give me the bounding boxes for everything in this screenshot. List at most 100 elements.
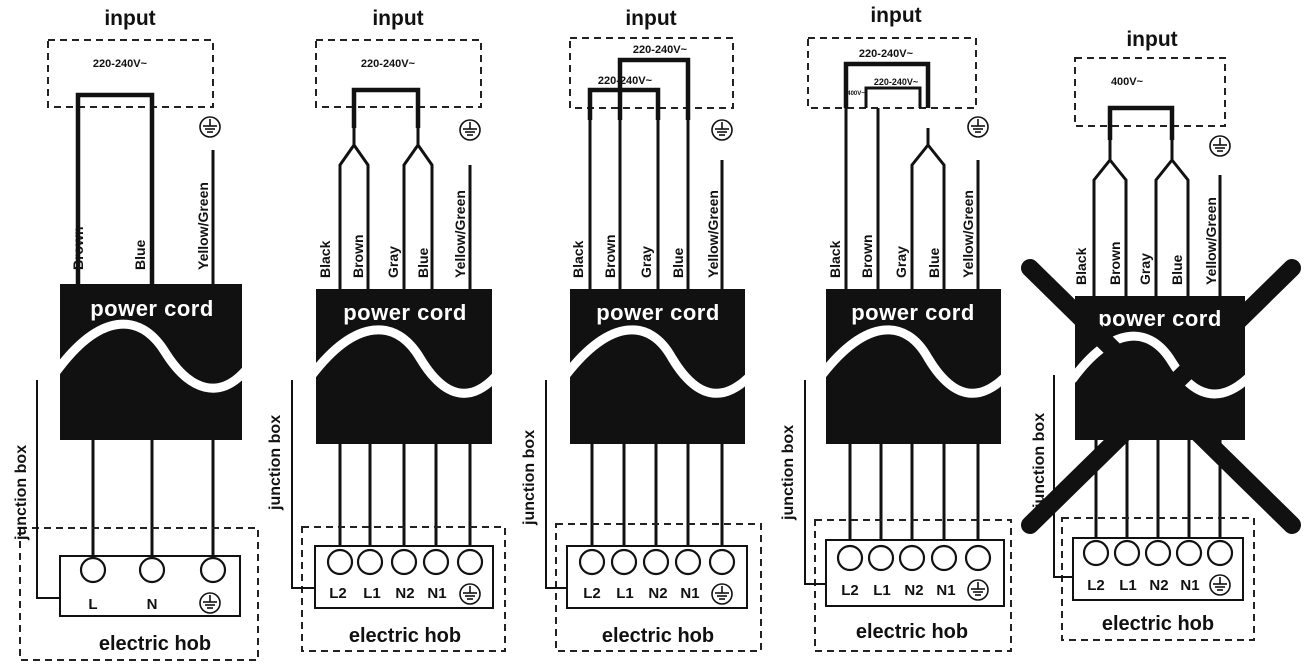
terminal-label: L1 [363, 585, 381, 602]
power-cord-block [60, 284, 242, 440]
voltage-label: 220-240V~ [633, 44, 688, 56]
wire-label: Yellow/Green [960, 190, 976, 278]
power-cord-block [316, 289, 492, 444]
voltage-label: 220-240V~ [598, 75, 653, 87]
terminal [199, 556, 227, 584]
terminal-label: L2 [583, 585, 601, 602]
ground-icon [459, 583, 481, 605]
terminal-label: N2 [1149, 577, 1168, 594]
terminal [79, 556, 107, 584]
voltage-label: 220-240V~ [361, 58, 416, 70]
diagram-4: input 220-240V~ 220-240V~ 400V~ Black Br… [780, 4, 1012, 652]
wire-label: Blue [132, 239, 148, 270]
input-box [807, 37, 977, 109]
junction-lead [291, 380, 315, 589]
terminal-label: L2 [841, 582, 859, 599]
terminal-label: L2 [329, 585, 347, 602]
cord-wave [52, 319, 250, 393]
terminal [578, 548, 606, 576]
wire-label: Gray [385, 246, 401, 278]
terminal-label: L1 [1119, 577, 1137, 594]
input-jumper [351, 87, 421, 128]
input-label: input [870, 4, 921, 27]
input-label: input [372, 7, 423, 30]
junction-box-label: junction box [13, 445, 30, 541]
wire-label: Yellow/Green [195, 182, 211, 270]
terminal [674, 548, 702, 576]
input-jumper [1107, 105, 1175, 140]
wire-label: Black [570, 240, 586, 278]
ground-icon [459, 119, 481, 141]
terminal [1175, 539, 1203, 567]
hob-label: electric hob [99, 633, 211, 655]
input-box [569, 37, 734, 109]
diagram-2: input 220-240V~ Black Brown Gray Blue Ye… [267, 7, 506, 652]
terminal [867, 544, 895, 572]
terminal-label: N2 [648, 585, 667, 602]
voltage-label: 400V~ [1111, 76, 1144, 88]
ground-icon [967, 116, 989, 138]
split-wire [402, 128, 434, 290]
wire-label: Gray [1137, 253, 1153, 285]
junction-lead [36, 380, 60, 599]
hob-label: electric hob [349, 625, 461, 647]
terminal-label: N1 [680, 585, 699, 602]
power-cord-block [1075, 296, 1245, 440]
terminal-label: L [88, 596, 97, 613]
input-jumper [864, 86, 922, 108]
power-cord-label: power cord [1098, 306, 1222, 331]
ground-icon [1209, 574, 1231, 596]
wire-label: Blue [926, 247, 942, 278]
terminal-label: L1 [873, 582, 891, 599]
terminal [422, 548, 450, 576]
wire-label: Blue [670, 247, 686, 278]
input-jumper [75, 92, 155, 285]
junction-box-label: junction box [521, 430, 538, 526]
cross-out-icon [1021, 259, 1301, 534]
voltage-label: 400V~ [847, 91, 865, 97]
input-box [1074, 57, 1226, 127]
terminal [1206, 539, 1234, 567]
wire-label: Brown [350, 234, 366, 278]
wire-label: Brown [602, 234, 618, 278]
input-label: input [625, 7, 676, 30]
input-jumper [587, 87, 661, 120]
input-label: input [1126, 28, 1177, 51]
wire-label: Brown [1107, 241, 1123, 285]
input-label: input [104, 7, 155, 30]
terminal-label: L2 [1087, 577, 1105, 594]
diagram-3: input 220-240V~ 220-240V~ Black Brown Gr… [521, 7, 762, 652]
terminal-label: N2 [395, 585, 414, 602]
voltage-label: 220-240V~ [859, 48, 914, 60]
power-cord-label: power cord [851, 300, 975, 325]
hob-label: electric hob [856, 621, 968, 643]
input-jumper [843, 61, 931, 108]
terminal [1113, 539, 1141, 567]
terminal-label: N1 [1180, 577, 1199, 594]
power-cord-block [570, 289, 745, 444]
ground-icon [199, 592, 221, 614]
terminal [610, 548, 638, 576]
diagram-1: input 220-240V~ Brown Blue Yellow/Green … [13, 7, 259, 661]
junction-box-label: junction box [780, 425, 797, 521]
cord-wave [308, 325, 500, 398]
diagram-5: input 400V~ Black Brown Gray Blue Yellow… [1021, 28, 1301, 641]
junction-lead [545, 380, 567, 589]
power-cord-block [826, 289, 1001, 444]
terminal [708, 548, 736, 576]
terminal [326, 548, 354, 576]
voltage-label: 220-240V~ [874, 77, 918, 87]
wire-label: Gray [893, 246, 909, 278]
wire-label: Blue [415, 247, 431, 278]
terminal [930, 544, 958, 572]
ground-icon [711, 119, 733, 141]
junction-box-outline [1061, 517, 1255, 641]
terminal [1082, 539, 1110, 567]
wire-label: Black [827, 240, 843, 278]
cord-wave [818, 325, 1010, 398]
hob-label: electric hob [602, 625, 714, 647]
wire-label: Brown [70, 226, 86, 270]
terminal [456, 548, 484, 576]
input-box [47, 39, 214, 108]
